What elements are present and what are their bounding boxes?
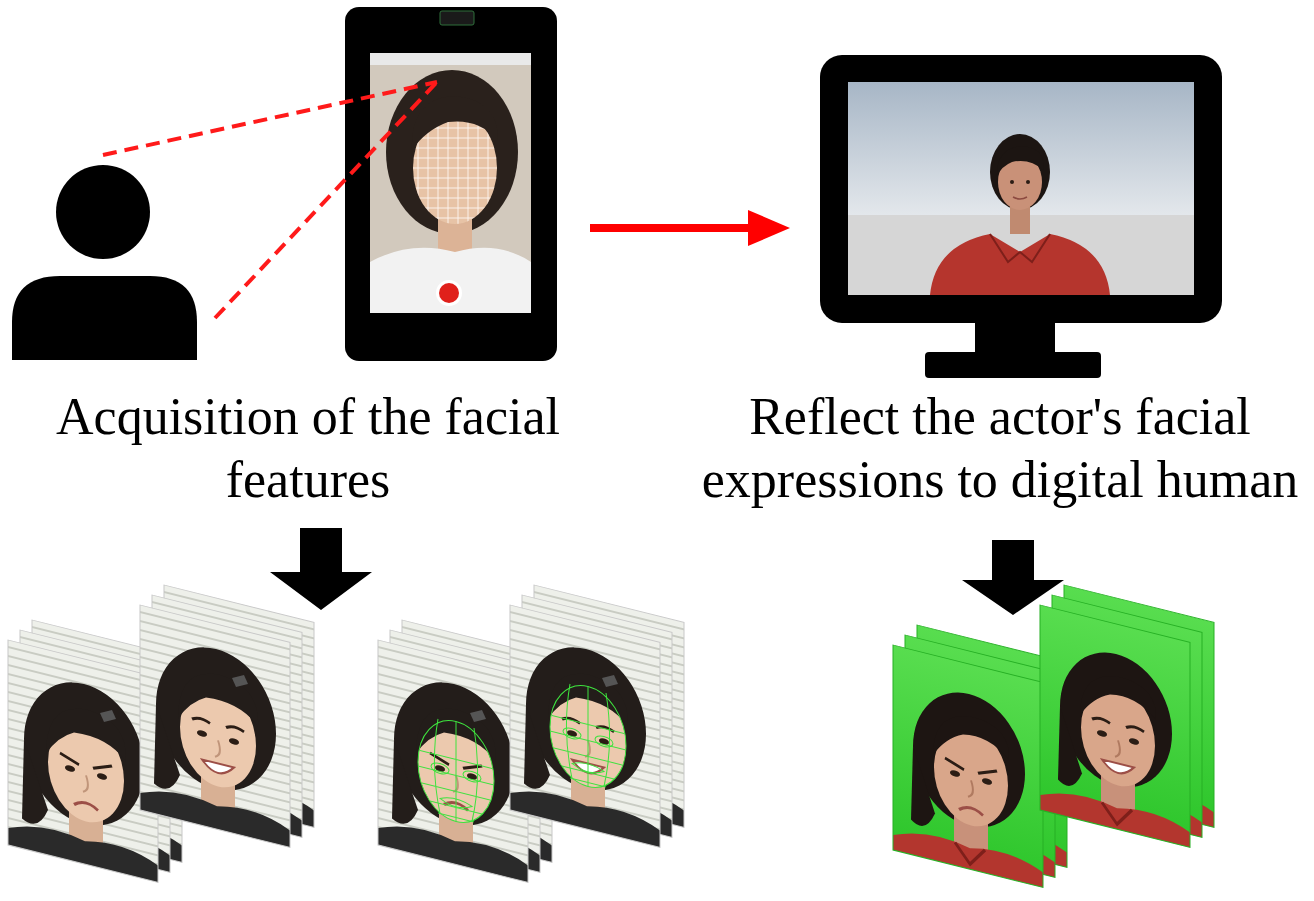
landmark-frames	[378, 585, 684, 882]
sight-line	[103, 82, 437, 318]
monitor	[820, 55, 1222, 378]
smartphone	[345, 7, 557, 361]
device-node: Reflect the actor's facial expressions t…	[820, 55, 1222, 323]
avatar-frames	[893, 585, 1214, 887]
down-arrow	[962, 540, 1064, 615]
person-icon	[12, 165, 197, 360]
flow-arrow	[590, 224, 750, 232]
photo-frames	[8, 585, 314, 882]
device-node: Acquisition of the facial features	[345, 7, 557, 361]
caption-text: Reflect the actor's facial expressions t…	[690, 385, 1310, 511]
caption-text: Acquisition of the facial features	[8, 385, 608, 511]
down-arrow	[270, 528, 372, 610]
